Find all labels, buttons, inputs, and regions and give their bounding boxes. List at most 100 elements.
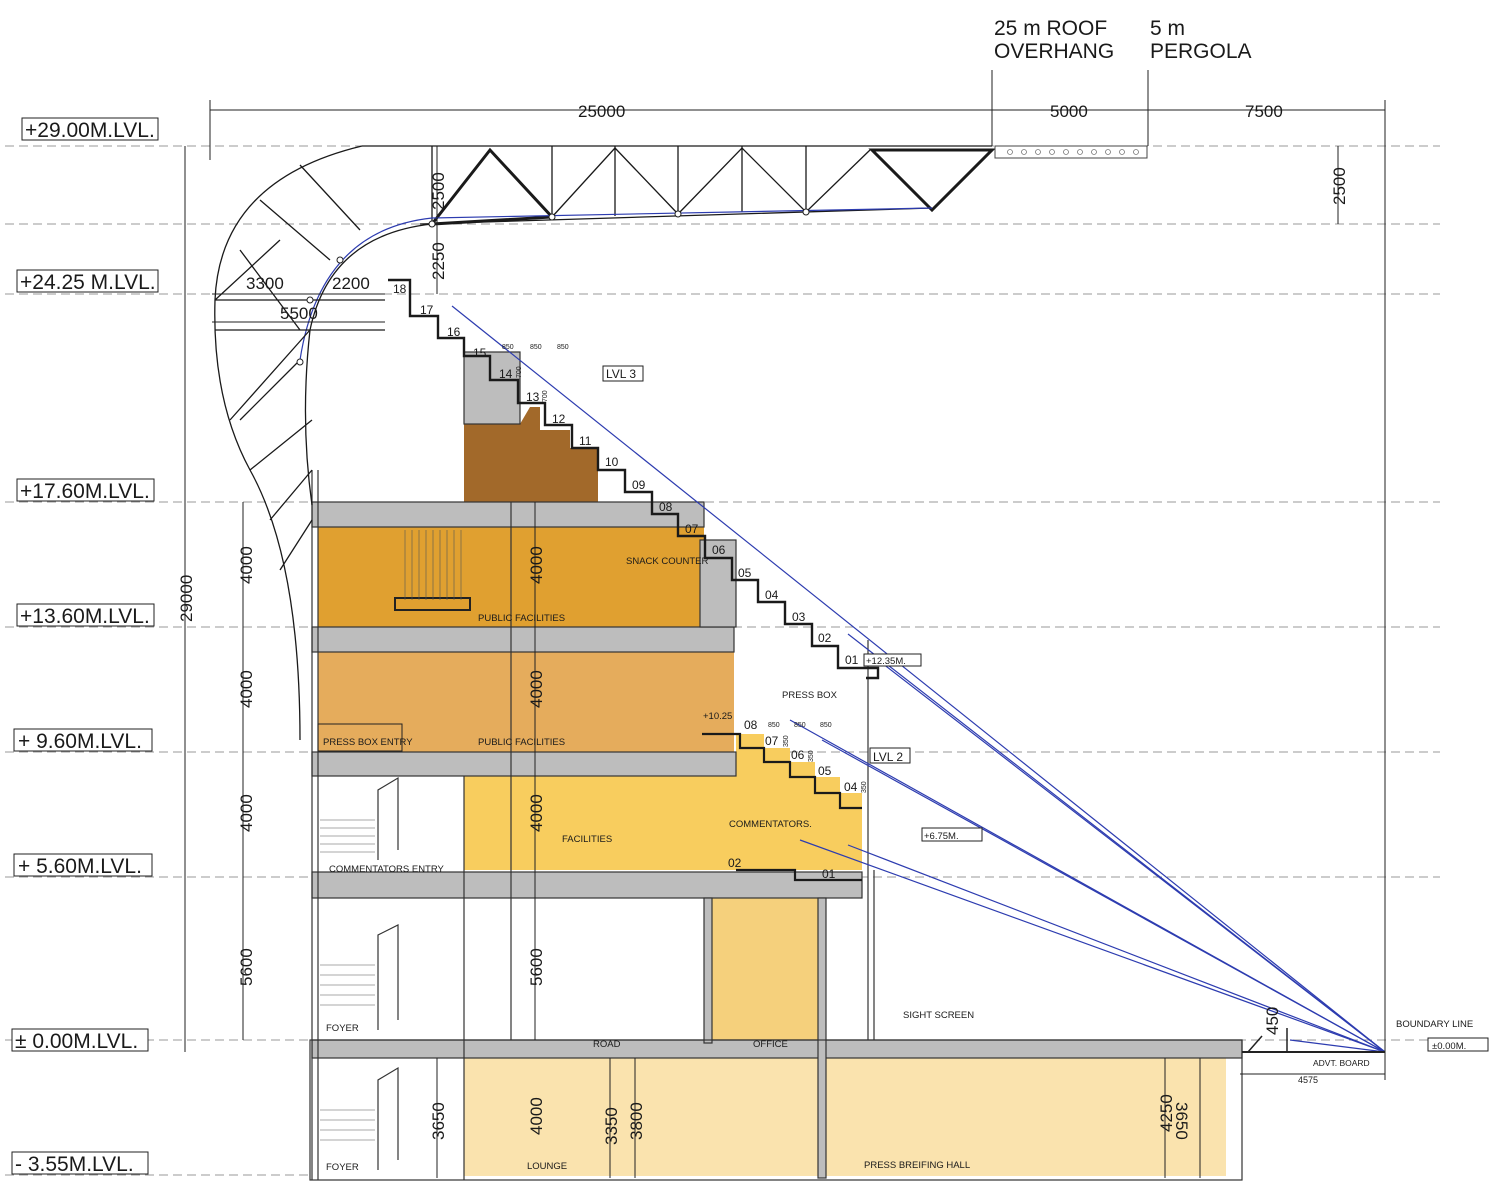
row-11: 11	[579, 434, 592, 448]
dim-step-850-b: 850	[530, 344, 542, 351]
press-box-level-tag: +10.25	[703, 711, 732, 722]
dim-step-850-c: 850	[557, 344, 569, 351]
dim-lower-riser-a: 350	[783, 735, 790, 747]
stair-hatch	[320, 530, 462, 1141]
level-label-000: ± 0.00M.LVL.	[15, 1030, 138, 1053]
row-10: 10	[605, 455, 619, 469]
office-wall-right	[817, 897, 827, 1179]
raker-wall	[699, 539, 737, 628]
header-notes: 25 m ROOF OVERHANG 5 m PERGOLA	[994, 17, 1252, 63]
boundary-line-label: BOUNDARY LINE	[1396, 1019, 1473, 1030]
room-labels: SNACK COUNTER PUBLIC FACILITIES PUBLIC F…	[317, 556, 1473, 1173]
stair-flight-3	[377, 1066, 399, 1170]
level3-brown-fill	[464, 407, 598, 502]
lower-row-07: 07	[765, 734, 779, 748]
foyer-basement-label: FOYER	[326, 1162, 359, 1173]
dim-riser-700-b: 700	[542, 390, 549, 402]
dim-lower-riser-b: 350	[808, 750, 815, 762]
basement-outline	[309, 1039, 1243, 1181]
slab-960	[311, 751, 737, 777]
level1-yellow-fill	[464, 734, 862, 870]
lower-row-08: 08	[744, 718, 758, 732]
advt-board	[1247, 1018, 1386, 1058]
dim-truss-2500-right: 2500	[1330, 167, 1349, 205]
public-facilities-lower-label: PUBLIC FACILITIES	[478, 737, 565, 748]
ground-tier-steps	[736, 868, 862, 882]
lounge-label: LOUNGE	[527, 1161, 567, 1172]
lower-row-06: 06	[791, 748, 805, 762]
ground-row-01: 01	[822, 867, 836, 881]
row-14: 14	[499, 367, 513, 381]
level-label-2425: +24.25 M.LVL.	[20, 271, 156, 294]
dim-2250: 2250	[429, 242, 448, 280]
pergola-line1: 5 m	[1150, 17, 1185, 40]
curved-inner-chord	[304, 223, 433, 506]
dim-mid-5600: 5600	[527, 948, 546, 986]
lower-row-04: 04	[844, 780, 858, 794]
office-wall-left	[703, 897, 713, 1044]
dim-step-850-a: 850	[502, 344, 514, 351]
stair-flight-1	[377, 776, 399, 860]
row-12: 12	[552, 412, 566, 426]
sight-screen-label: SIGHT SCREEN	[903, 1010, 974, 1021]
row-numbers: 18 17 16 15 14 13 12 11 10 09 08 07 06 0…	[393, 282, 859, 881]
dim-basement-3650-right: 3650	[1172, 1102, 1191, 1140]
press-briefing-hall-label: PRESS BREIFING HALL	[864, 1160, 970, 1171]
truss-blue-line	[431, 207, 933, 219]
dim-5500: 5500	[280, 304, 318, 323]
dim-lower-riser-c: 350	[861, 781, 868, 793]
row-09: 09	[632, 478, 646, 492]
foyer-ground-label: FOYER	[326, 1023, 359, 1034]
road-label: ROAD	[593, 1039, 621, 1050]
row-08: 08	[659, 500, 673, 514]
press-box-entry-label: PRESS BOX ENTRY	[323, 737, 413, 748]
press-box-label: PRESS BOX	[782, 690, 838, 701]
dim-basement-3350: 3350	[602, 1107, 621, 1145]
row-07: 07	[685, 522, 699, 536]
snack-counter-label: SNACK COUNTER	[626, 556, 708, 567]
upper-tier-steps	[388, 278, 880, 680]
truss-heavy-triangle-2	[868, 148, 996, 213]
commentators-label: COMMENTATORS.	[729, 819, 812, 830]
ground-row-02: 02	[728, 856, 742, 870]
curved-outer-chord	[214, 145, 363, 741]
truss-nodes	[296, 208, 810, 366]
level-label-1760: +17.60M.LVL.	[20, 480, 150, 503]
dim-mid-4000-a: 4000	[527, 546, 546, 584]
dim-lower-850-c: 850	[820, 722, 832, 729]
row-06: 06	[712, 543, 726, 557]
dim-lower-850-b: 850	[794, 722, 806, 729]
slab-560	[311, 871, 863, 899]
stair-landing	[394, 597, 471, 611]
dim-3300: 3300	[246, 274, 284, 293]
tags: LVL 3 LVL 2 +12.35M. +6.75M. +10.25 ±0.0…	[602, 365, 1489, 1052]
dim-basement-4000: 4000	[527, 1097, 546, 1135]
roof-overhang-line1: 25 m ROOF	[994, 17, 1107, 40]
dim-mid-4000-b: 4000	[527, 670, 546, 708]
level-label-960: + 9.60M.LVL.	[18, 730, 142, 753]
level-label-560: + 5.60M.LVL.	[18, 855, 142, 878]
dimension-lines	[184, 70, 1386, 1178]
slab-1360	[311, 626, 735, 653]
lower-row-05: 05	[818, 764, 832, 778]
row-03: 03	[792, 610, 806, 624]
facilities-label: FACILITIES	[562, 834, 612, 845]
truss-heavy-triangle-1	[428, 147, 556, 226]
row-13: 13	[526, 390, 540, 404]
lower-tier-steps	[702, 732, 862, 810]
row-05: 05	[738, 566, 752, 580]
row-18: 18	[393, 282, 407, 296]
dim-truss-2500: 2500	[429, 172, 448, 210]
dim-left-4000-b: 4000	[237, 670, 256, 708]
dim-29000: 29000	[177, 575, 196, 622]
basement-fill	[464, 1058, 1226, 1176]
pergola-line2: PERGOLA	[1150, 40, 1252, 63]
level-label-1360: +13.60M.LVL.	[20, 605, 150, 628]
dim-25000: 25000	[578, 102, 625, 121]
curved-truss-web	[214, 164, 385, 571]
level-labels: +29.00M.LVL. +24.25 M.LVL. +17.60M.LVL. …	[11, 117, 159, 1176]
office-label: OFFICE	[753, 1039, 788, 1050]
sight-lines	[451, 305, 1386, 1053]
dimension-texts: 25000 5000 7500 2500 2500 2250 3300 2200…	[177, 102, 1349, 1145]
